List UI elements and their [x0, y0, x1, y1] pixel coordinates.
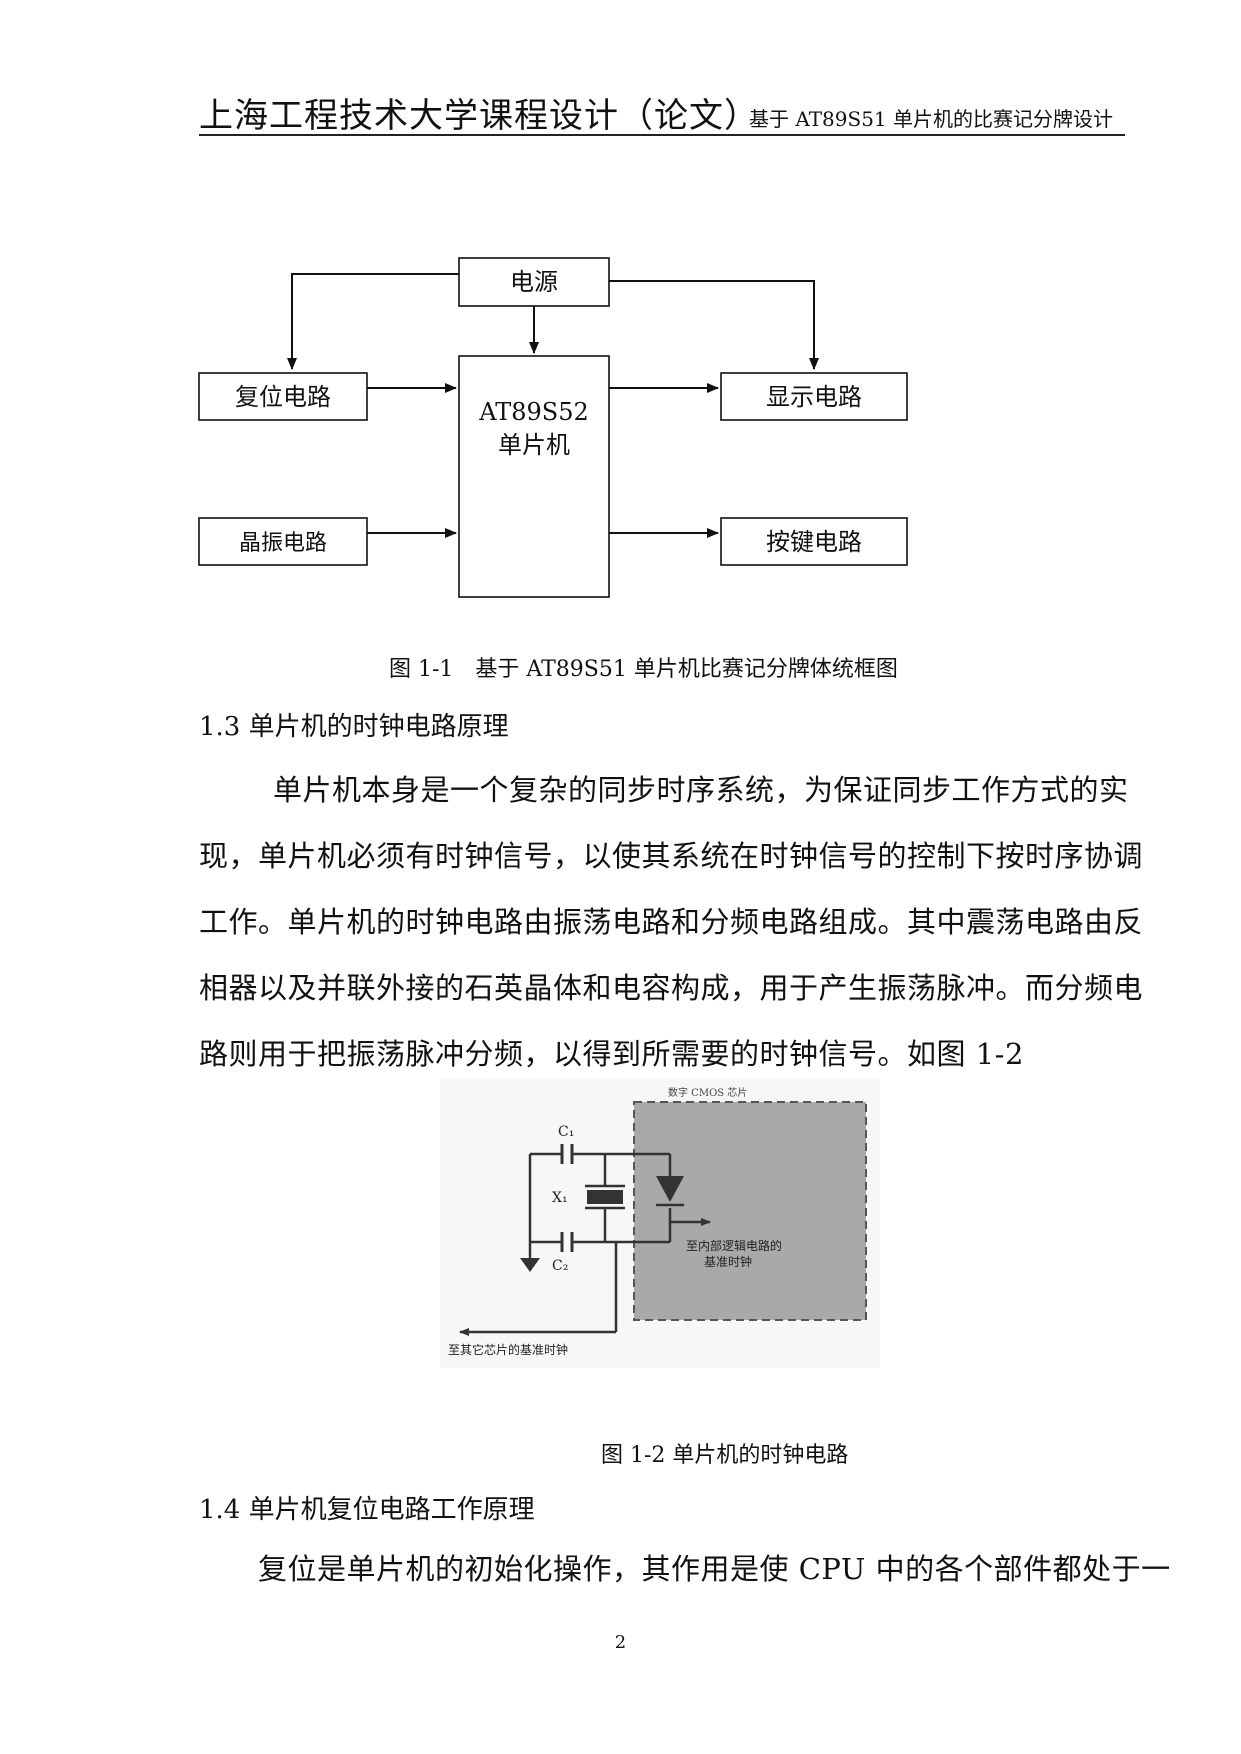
crystal-x1	[587, 1190, 623, 1204]
paragraph-1-4-line-1: 复位是单片机的初始化操作，其作用是使 CPU 中的各个部件都处于一	[258, 1552, 1171, 1586]
figure-1-2-caption: 图 1-2 单片机的时钟电路	[601, 1443, 849, 1468]
inverter	[656, 1176, 684, 1202]
label-c1: C₁	[558, 1124, 574, 1140]
paragraph-line-5: 路则用于把振荡脉冲分频，以得到所需要的时钟信号。如图 1-2	[199, 1037, 1024, 1071]
section-1-3-heading: 1.3 单片机的时钟电路原理	[199, 712, 509, 742]
label-display: 显示电路	[766, 383, 862, 411]
label-power: 电源	[510, 268, 558, 296]
label-c2: C₂	[552, 1258, 568, 1274]
chip-label: 数字 CMOS 芯片	[668, 1086, 747, 1099]
paragraph-line-2: 现，单片机必须有时钟信号，以使其系统在时钟信号的控制下按时序协调	[199, 839, 1144, 873]
header-rule	[199, 134, 1125, 136]
label-crystal: 晶振电路	[239, 531, 327, 556]
ground-symbol	[520, 1258, 540, 1272]
block-reset	[198, 372, 368, 421]
block-crystal	[198, 517, 368, 566]
header-title: 上海工程技术大学课程设计（论文）	[199, 96, 759, 136]
chip-area	[633, 1101, 867, 1321]
paragraph-line-4: 相器以及并联外接的石英晶体和电容构成，用于产生振荡脉冲。而分频电	[199, 971, 1144, 1005]
section-1-4-heading: 1.4 单片机复位电路工作原理	[199, 1495, 535, 1525]
label-mcu-name: 单片机	[498, 431, 570, 459]
label-keys: 按键电路	[766, 528, 862, 556]
header-subtitle: 基于 AT89S51 单片机的比赛记分牌设计	[749, 107, 1114, 131]
figure-1-2-clock-circuit: 数字 CMOS 芯片 C₁ X₁ C₂ 至内部逻辑电路的 基准时钟 至其它芯片的	[440, 1078, 880, 1368]
label-internal-clock-1: 至内部逻辑电路的	[686, 1238, 782, 1253]
page-number: 2	[614, 1632, 627, 1653]
arrow-power-to-reset	[287, 273, 459, 370]
label-x1: X₁	[552, 1190, 568, 1206]
arrow-power-to-display	[609, 280, 819, 370]
block-display	[720, 372, 908, 421]
paragraph-line-3: 工作。单片机的时钟电路由振荡电路和分频电路组成。其中震荡电路由反	[199, 905, 1144, 939]
block-keys	[720, 517, 908, 566]
label-external-clock: 至其它芯片的基准时钟	[448, 1342, 568, 1357]
label-reset: 复位电路	[235, 383, 331, 411]
label-mcu-model: AT89S52	[478, 398, 589, 426]
paragraph-line-1: 单片机本身是一个复杂的同步时序系统，为保证同步工作方式的实	[273, 773, 1129, 807]
block-mcu	[458, 355, 610, 598]
figure-1-1-block-diagram: 电源 复位电路 晶振电路 AT89S52 单片机 显示电路 按键电路	[198, 257, 908, 598]
label-internal-clock-2: 基准时钟	[704, 1254, 752, 1269]
figure-1-1-caption: 图 1-1 基于 AT89S51 单片机比赛记分牌体统框图	[389, 657, 898, 682]
